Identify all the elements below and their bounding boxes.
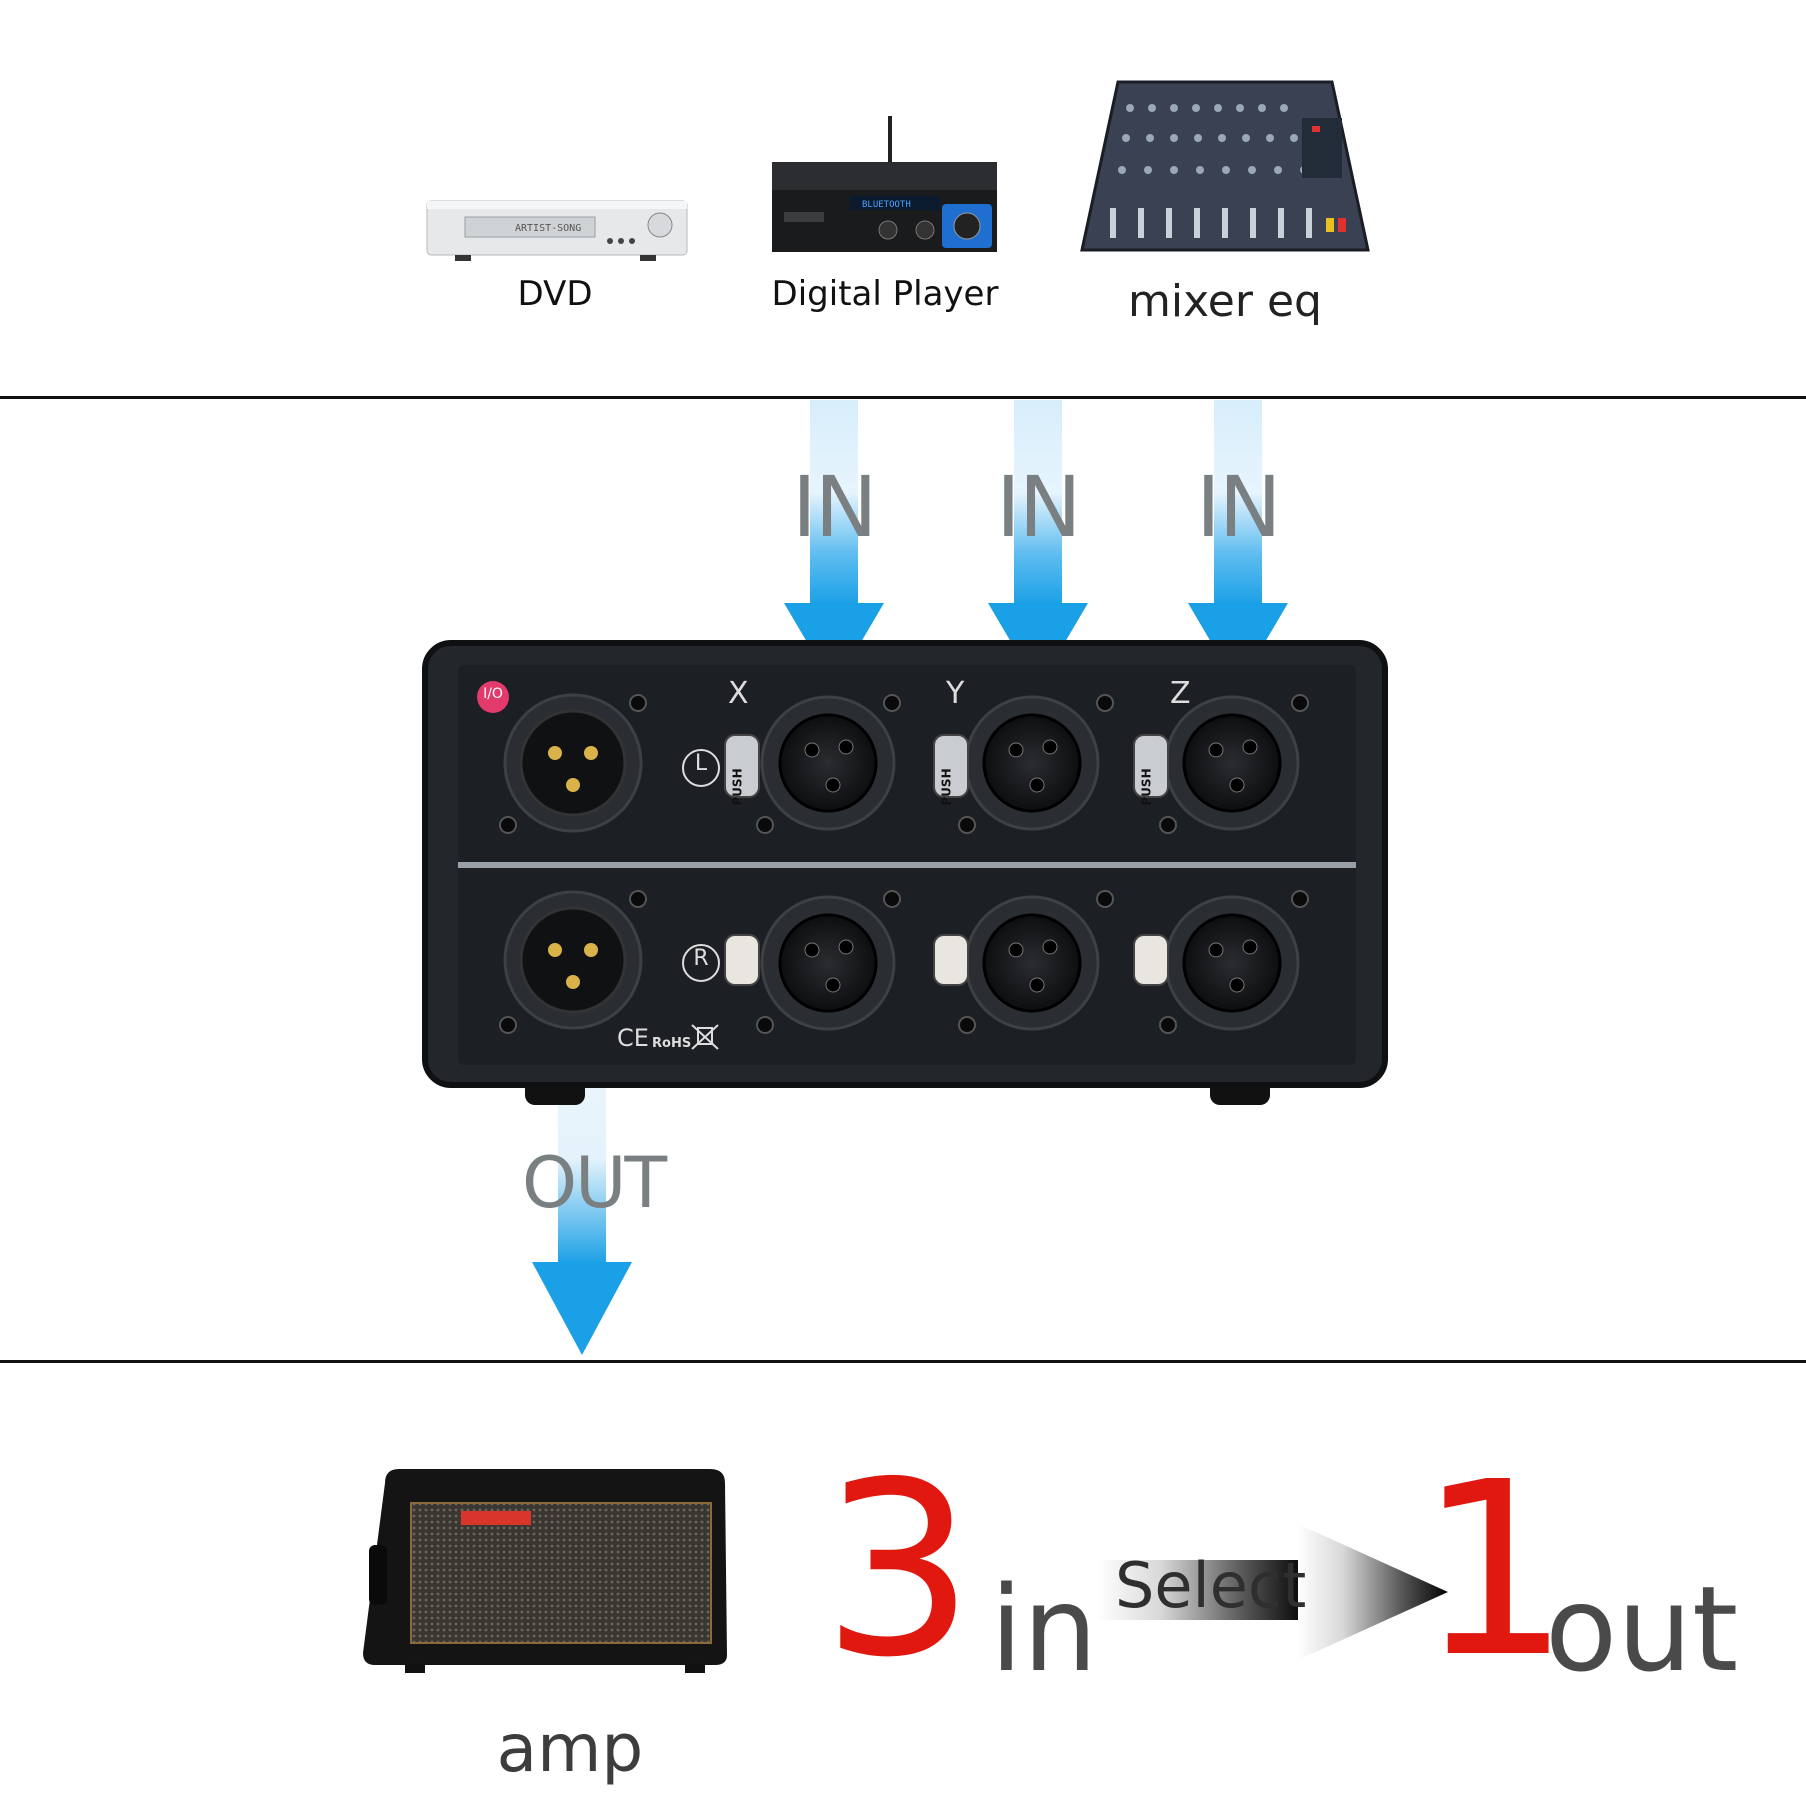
select-word: Select [1115, 1549, 1307, 1622]
digital-player-image: BLUETOOTH [772, 116, 997, 252]
in-label-y: IN [996, 458, 1082, 556]
power-badge-text: I/O [483, 686, 503, 702]
in-label-x: IN [792, 458, 878, 556]
count-out: 1 [1418, 1430, 1571, 1710]
dvd-label: DVD [517, 274, 593, 314]
mixer-image [1080, 80, 1370, 252]
channel-label-y: Y [946, 676, 965, 711]
channel-label-x: X [728, 676, 749, 711]
dvd-screen-text: ARTIST-SONG [515, 223, 581, 234]
amp-image [363, 1469, 727, 1673]
bottom-divider [0, 1360, 1806, 1363]
out-label: OUT [522, 1142, 667, 1224]
push-latch-label-x: PUSH [730, 768, 745, 806]
select-arrow-graphic [1098, 1524, 1448, 1660]
channel-label-z: Z [1170, 676, 1191, 711]
right-channel-mark: R [693, 946, 709, 971]
ce-mark: CE [617, 1024, 649, 1052]
out-word: out [1545, 1560, 1739, 1698]
switch-box-rear-panel [422, 640, 1388, 1105]
in-label-z: IN [1196, 458, 1282, 556]
in-word: in [990, 1560, 1098, 1698]
push-latch-label-y: PUSH [939, 768, 954, 806]
player-screen-text: BLUETOOTH [862, 200, 911, 210]
digital-player-label: Digital Player [771, 274, 999, 314]
count-in: 3 [822, 1430, 975, 1710]
top-divider [0, 396, 1806, 399]
left-channel-mark: L [694, 751, 708, 776]
amp-label: amp [496, 1710, 644, 1787]
mixer-label: mixer eq [1128, 276, 1322, 327]
rohs-mark: RoHS [652, 1036, 692, 1051]
dvd-player-image: ARTIST-SONG [426, 200, 688, 261]
push-latch-label-z: PUSH [1139, 768, 1154, 806]
